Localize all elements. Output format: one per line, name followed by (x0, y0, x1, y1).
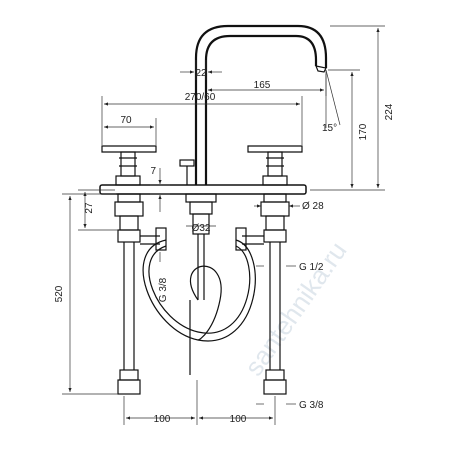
dim-total-height: 224 (384, 103, 395, 120)
dim-spacing-right: 100 (230, 414, 247, 425)
left-handle (101, 145, 157, 186)
left-valve-assembly (114, 193, 167, 395)
dim-drain-diameter: Ø32 (192, 223, 211, 234)
right-handle (247, 145, 303, 186)
dim-spread: 270/60 (185, 92, 216, 103)
dim-hose-length: 520 (54, 285, 65, 302)
dim-connection-left: G 3/8 (158, 277, 169, 302)
dim-outlet-height: 170 (358, 123, 369, 140)
dim-body-height: 27 (84, 202, 95, 214)
watermark-text: santehnika.ru (239, 236, 353, 381)
dim-deck-thickness: 7 (150, 166, 156, 177)
deck-plate (99, 184, 307, 195)
spout (179, 24, 328, 190)
dim-spout-angle: 15° (322, 123, 337, 134)
dim-handle-width: 70 (120, 115, 132, 126)
dim-spout-offset: 22 (195, 68, 207, 79)
dimension-lines (62, 25, 385, 425)
dim-connection-right: G 1/2 (299, 262, 324, 273)
dim-spout-reach: 165 (254, 80, 271, 91)
dim-spacing-left: 100 (154, 414, 171, 425)
dim-valve-diameter: Ø 28 (302, 201, 324, 212)
dim-connection-bottom: G 3/8 (299, 400, 324, 411)
flexible-hoses (142, 239, 256, 342)
right-valve-assembly (235, 193, 290, 395)
